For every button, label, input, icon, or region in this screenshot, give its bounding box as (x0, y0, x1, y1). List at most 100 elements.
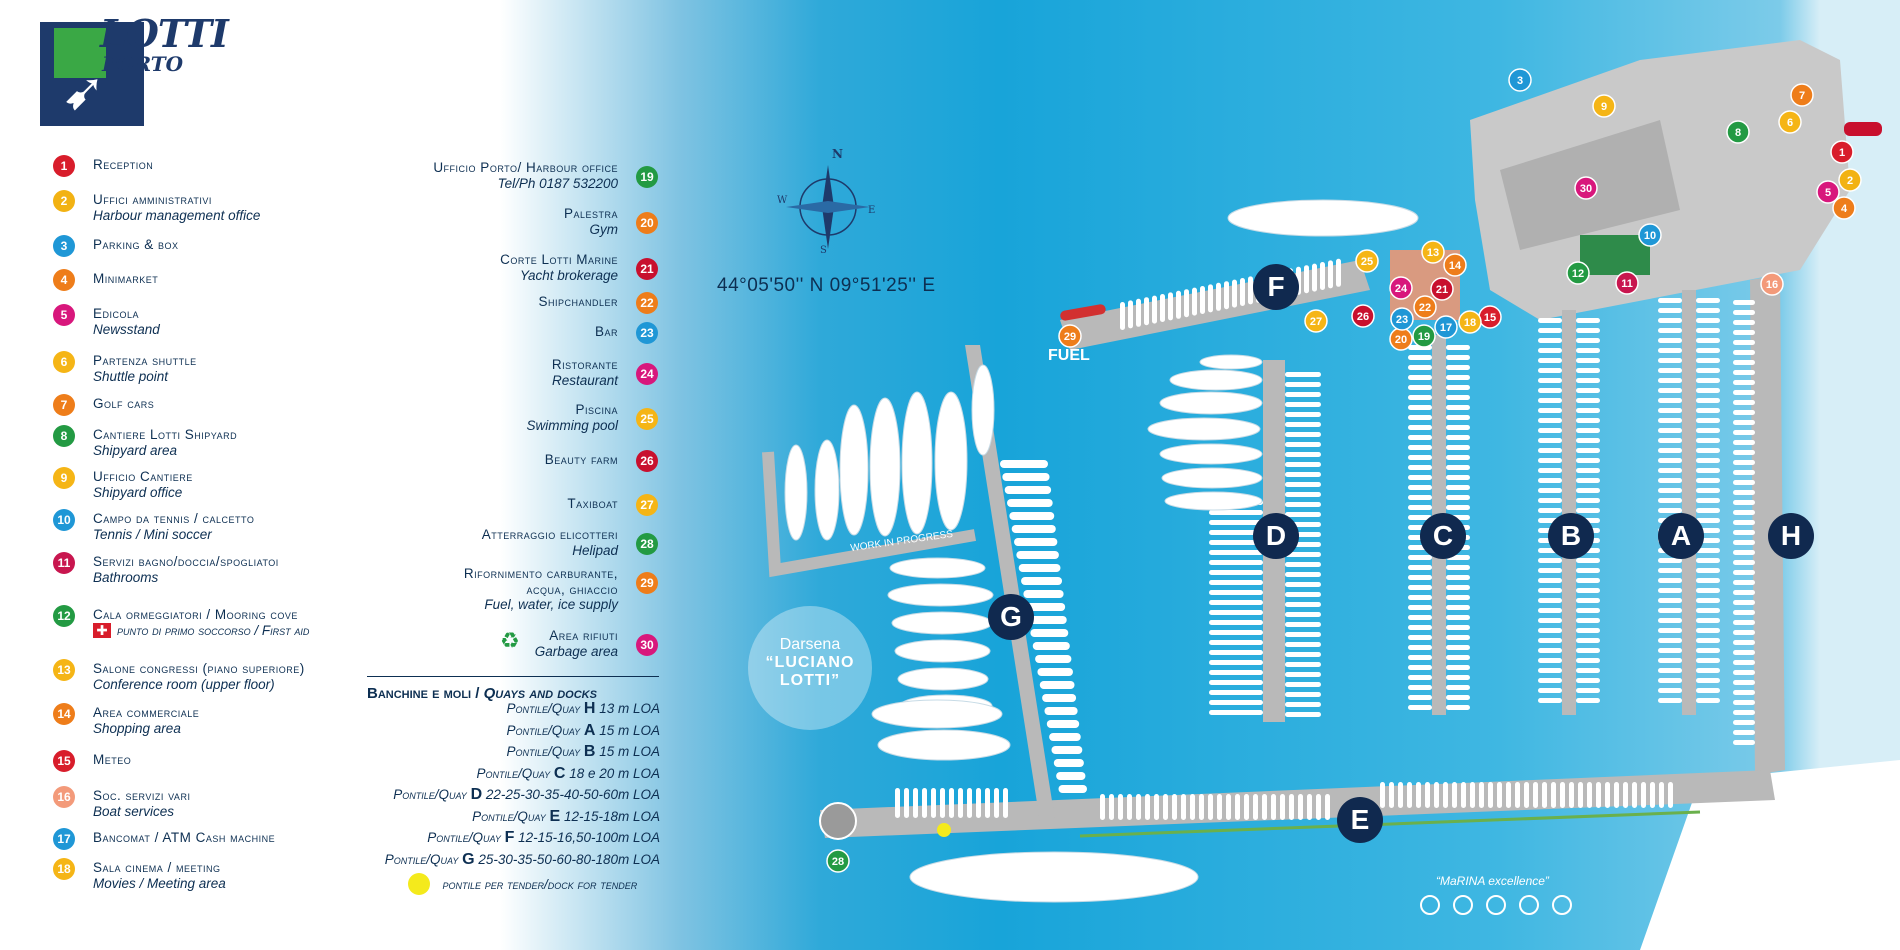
yacht-darsena (934, 391, 968, 531)
berth-e-west (1253, 794, 1258, 820)
legend-label: Piscina (575, 402, 618, 417)
berth-c-east (1446, 495, 1470, 500)
berth-c-west (1408, 355, 1432, 360)
berth-a-east (1696, 368, 1720, 373)
berth-a-west (1658, 608, 1682, 613)
berth-c-east (1446, 405, 1470, 410)
berth-e-west (1118, 794, 1123, 820)
berth-a-east (1696, 328, 1720, 333)
berth-d-east (1285, 612, 1321, 617)
legend-item-3: Parking & box (93, 237, 179, 253)
quay-a: Pontile/Quay A 15 m LOA (507, 722, 660, 740)
quay-letter: C (553, 764, 566, 782)
berth-a-west (1658, 398, 1682, 403)
berth-d-west (1209, 550, 1263, 555)
berth-g-east (1000, 460, 1048, 468)
berth-b-west (1538, 378, 1562, 383)
berth-a-west (1658, 678, 1682, 683)
berth-h-west (1733, 450, 1755, 455)
map-badge-number: 16 (1766, 279, 1778, 291)
berth-d-east (1285, 672, 1321, 677)
quay-letter: F (504, 829, 515, 846)
legend-badge-11: 11 (53, 552, 75, 574)
tender-dot-icon (408, 873, 430, 895)
berth-d-east (1285, 562, 1321, 567)
legend-label: Sala cinema / meeting (93, 860, 221, 875)
berth-b-east (1576, 408, 1600, 413)
brand-line1: LOTTI (100, 11, 229, 56)
berth-h-west (1733, 650, 1755, 655)
berth-h-west (1733, 710, 1755, 715)
berth-d-east (1285, 602, 1321, 607)
berth-a-west (1658, 588, 1682, 593)
legend-item-1: Reception (93, 157, 153, 173)
berth-e-east (1380, 782, 1385, 808)
map-badge-5: 5 (1816, 180, 1840, 204)
berth-b-east (1576, 698, 1600, 703)
berth-h-west (1733, 300, 1755, 305)
swan-icon: ➹ (62, 63, 106, 121)
berth-a-west (1658, 358, 1682, 363)
berth-a-east (1696, 458, 1720, 463)
berth-c-west (1408, 385, 1432, 390)
berth-c-west (1408, 615, 1432, 620)
quay-letter: A (583, 721, 596, 739)
berth-b-east (1576, 588, 1600, 593)
berth-b-east (1576, 388, 1600, 393)
berth-h-west (1733, 630, 1755, 635)
berth-b-east (1576, 628, 1600, 633)
berth-g-east (1056, 772, 1086, 780)
berth-c-west (1408, 485, 1432, 490)
berth-d-east (1285, 402, 1321, 407)
berth-a-east (1696, 688, 1720, 693)
berth-b-west (1538, 578, 1562, 583)
fuel-label: FUEL (1048, 347, 1090, 364)
legend-label: Shipchandler (538, 294, 618, 309)
berth-g-east (1025, 603, 1066, 611)
berth-d-east (1285, 492, 1321, 497)
berth-e-east (1425, 782, 1430, 808)
berth-a-east (1696, 398, 1720, 403)
berth-g-east (1004, 486, 1052, 494)
berth-e-east (1614, 782, 1619, 808)
berth-a-east (1696, 428, 1720, 433)
legend-badge-29: 29 (636, 572, 658, 594)
berth-c-west (1408, 375, 1432, 380)
berth-e-east (1632, 782, 1637, 808)
berth-a-east (1696, 518, 1720, 523)
berth-c-east (1446, 505, 1470, 510)
legend-item-4: Minimarket (93, 271, 158, 287)
berth-c-east (1446, 695, 1470, 700)
berth-e-west (1154, 794, 1159, 820)
berth-d-east (1285, 442, 1321, 447)
berth-c-east (1446, 365, 1470, 370)
berth-d-west (1209, 520, 1263, 525)
berth-c-east (1446, 395, 1470, 400)
map-badge-number: 19 (1418, 331, 1430, 343)
berth-e-west (1298, 794, 1303, 820)
legend-item-23: Bar (258, 324, 618, 340)
berth-b-east (1576, 618, 1600, 623)
yacht-darsena (971, 364, 995, 456)
berth-e-east (1560, 782, 1565, 808)
berth-c-west (1408, 685, 1432, 690)
berth-c-east (1446, 615, 1470, 620)
berth-h-west (1733, 340, 1755, 345)
legend-item-27: Taxiboat (258, 496, 618, 512)
berth-a-west (1658, 658, 1682, 663)
berth-e-east (1434, 782, 1439, 808)
legend-item-15: Meteo (93, 752, 131, 768)
berth-b-west (1538, 358, 1562, 363)
berth-a-west (1658, 338, 1682, 343)
map-badge-2: 2 (1838, 168, 1862, 192)
berth-tender (985, 788, 990, 818)
map-badge-number: 24 (1395, 283, 1408, 295)
legend-label: Salone congressi (piano superiore) (93, 661, 305, 676)
berth-d-east (1285, 412, 1321, 417)
first-aid-label: punto di primo soccorso / First aid (117, 623, 310, 638)
berth-c-west (1408, 475, 1432, 480)
berth-a-east (1696, 548, 1720, 553)
berth-d-east (1285, 552, 1321, 557)
